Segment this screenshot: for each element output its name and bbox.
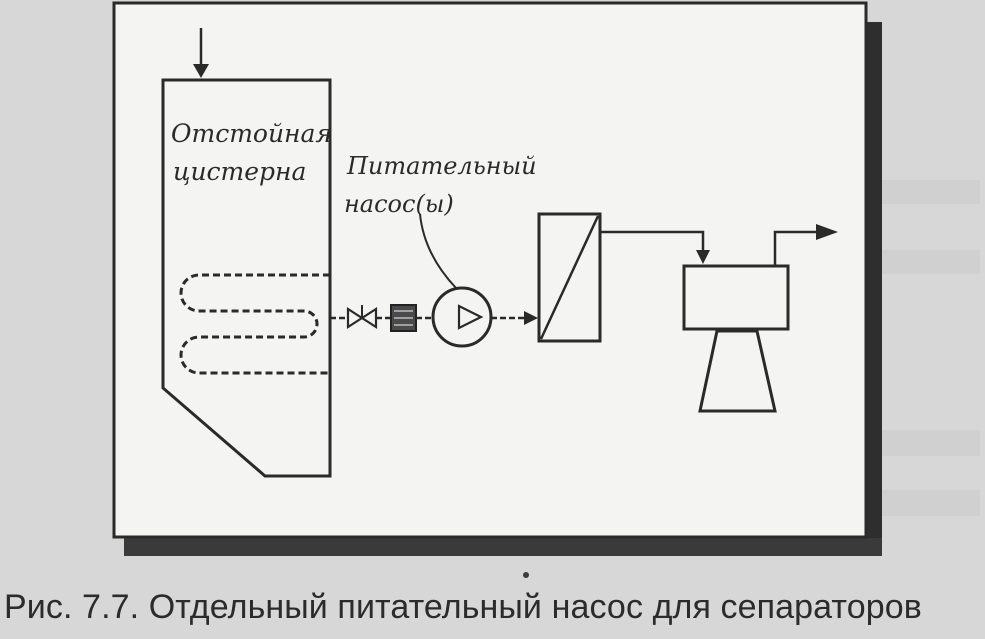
feed-pump-triangle: [457, 304, 484, 330]
settling-tank-label-line1: Отстойная: [171, 119, 332, 148]
print-speck: [523, 572, 529, 578]
settling-tank: [161, 78, 332, 478]
heater-to-separator-line: [600, 230, 705, 258]
separator-outlet-line: [773, 230, 820, 266]
separator-inlet-arrow-head: [696, 250, 710, 264]
heater-diagonal: [539, 215, 600, 340]
heating-coil-icon: [179, 273, 330, 375]
inlet-arrow-head: [193, 64, 209, 78]
figure-caption: Рис. 7.7. Отдельный питательный насос дл…: [4, 588, 922, 626]
figure-shadow-bottom: [124, 538, 882, 556]
feed-pump-label-line1: Питательный: [346, 152, 537, 180]
feed-pump-label-line2: насос(ы): [344, 190, 454, 218]
figure-panel: [112, 1, 868, 539]
valve-icon: [346, 306, 378, 330]
separator-base-icon: [698, 329, 777, 413]
settling-tank-label-line2: цистерна: [173, 157, 306, 186]
outlet-arrow-head: [816, 224, 838, 240]
discharge-arrow-head: [524, 311, 538, 325]
diagram: [161, 28, 838, 478]
separator-head-icon: [682, 264, 790, 331]
heater-icon: [537, 212, 602, 343]
pump-label-leader: [419, 213, 457, 289]
